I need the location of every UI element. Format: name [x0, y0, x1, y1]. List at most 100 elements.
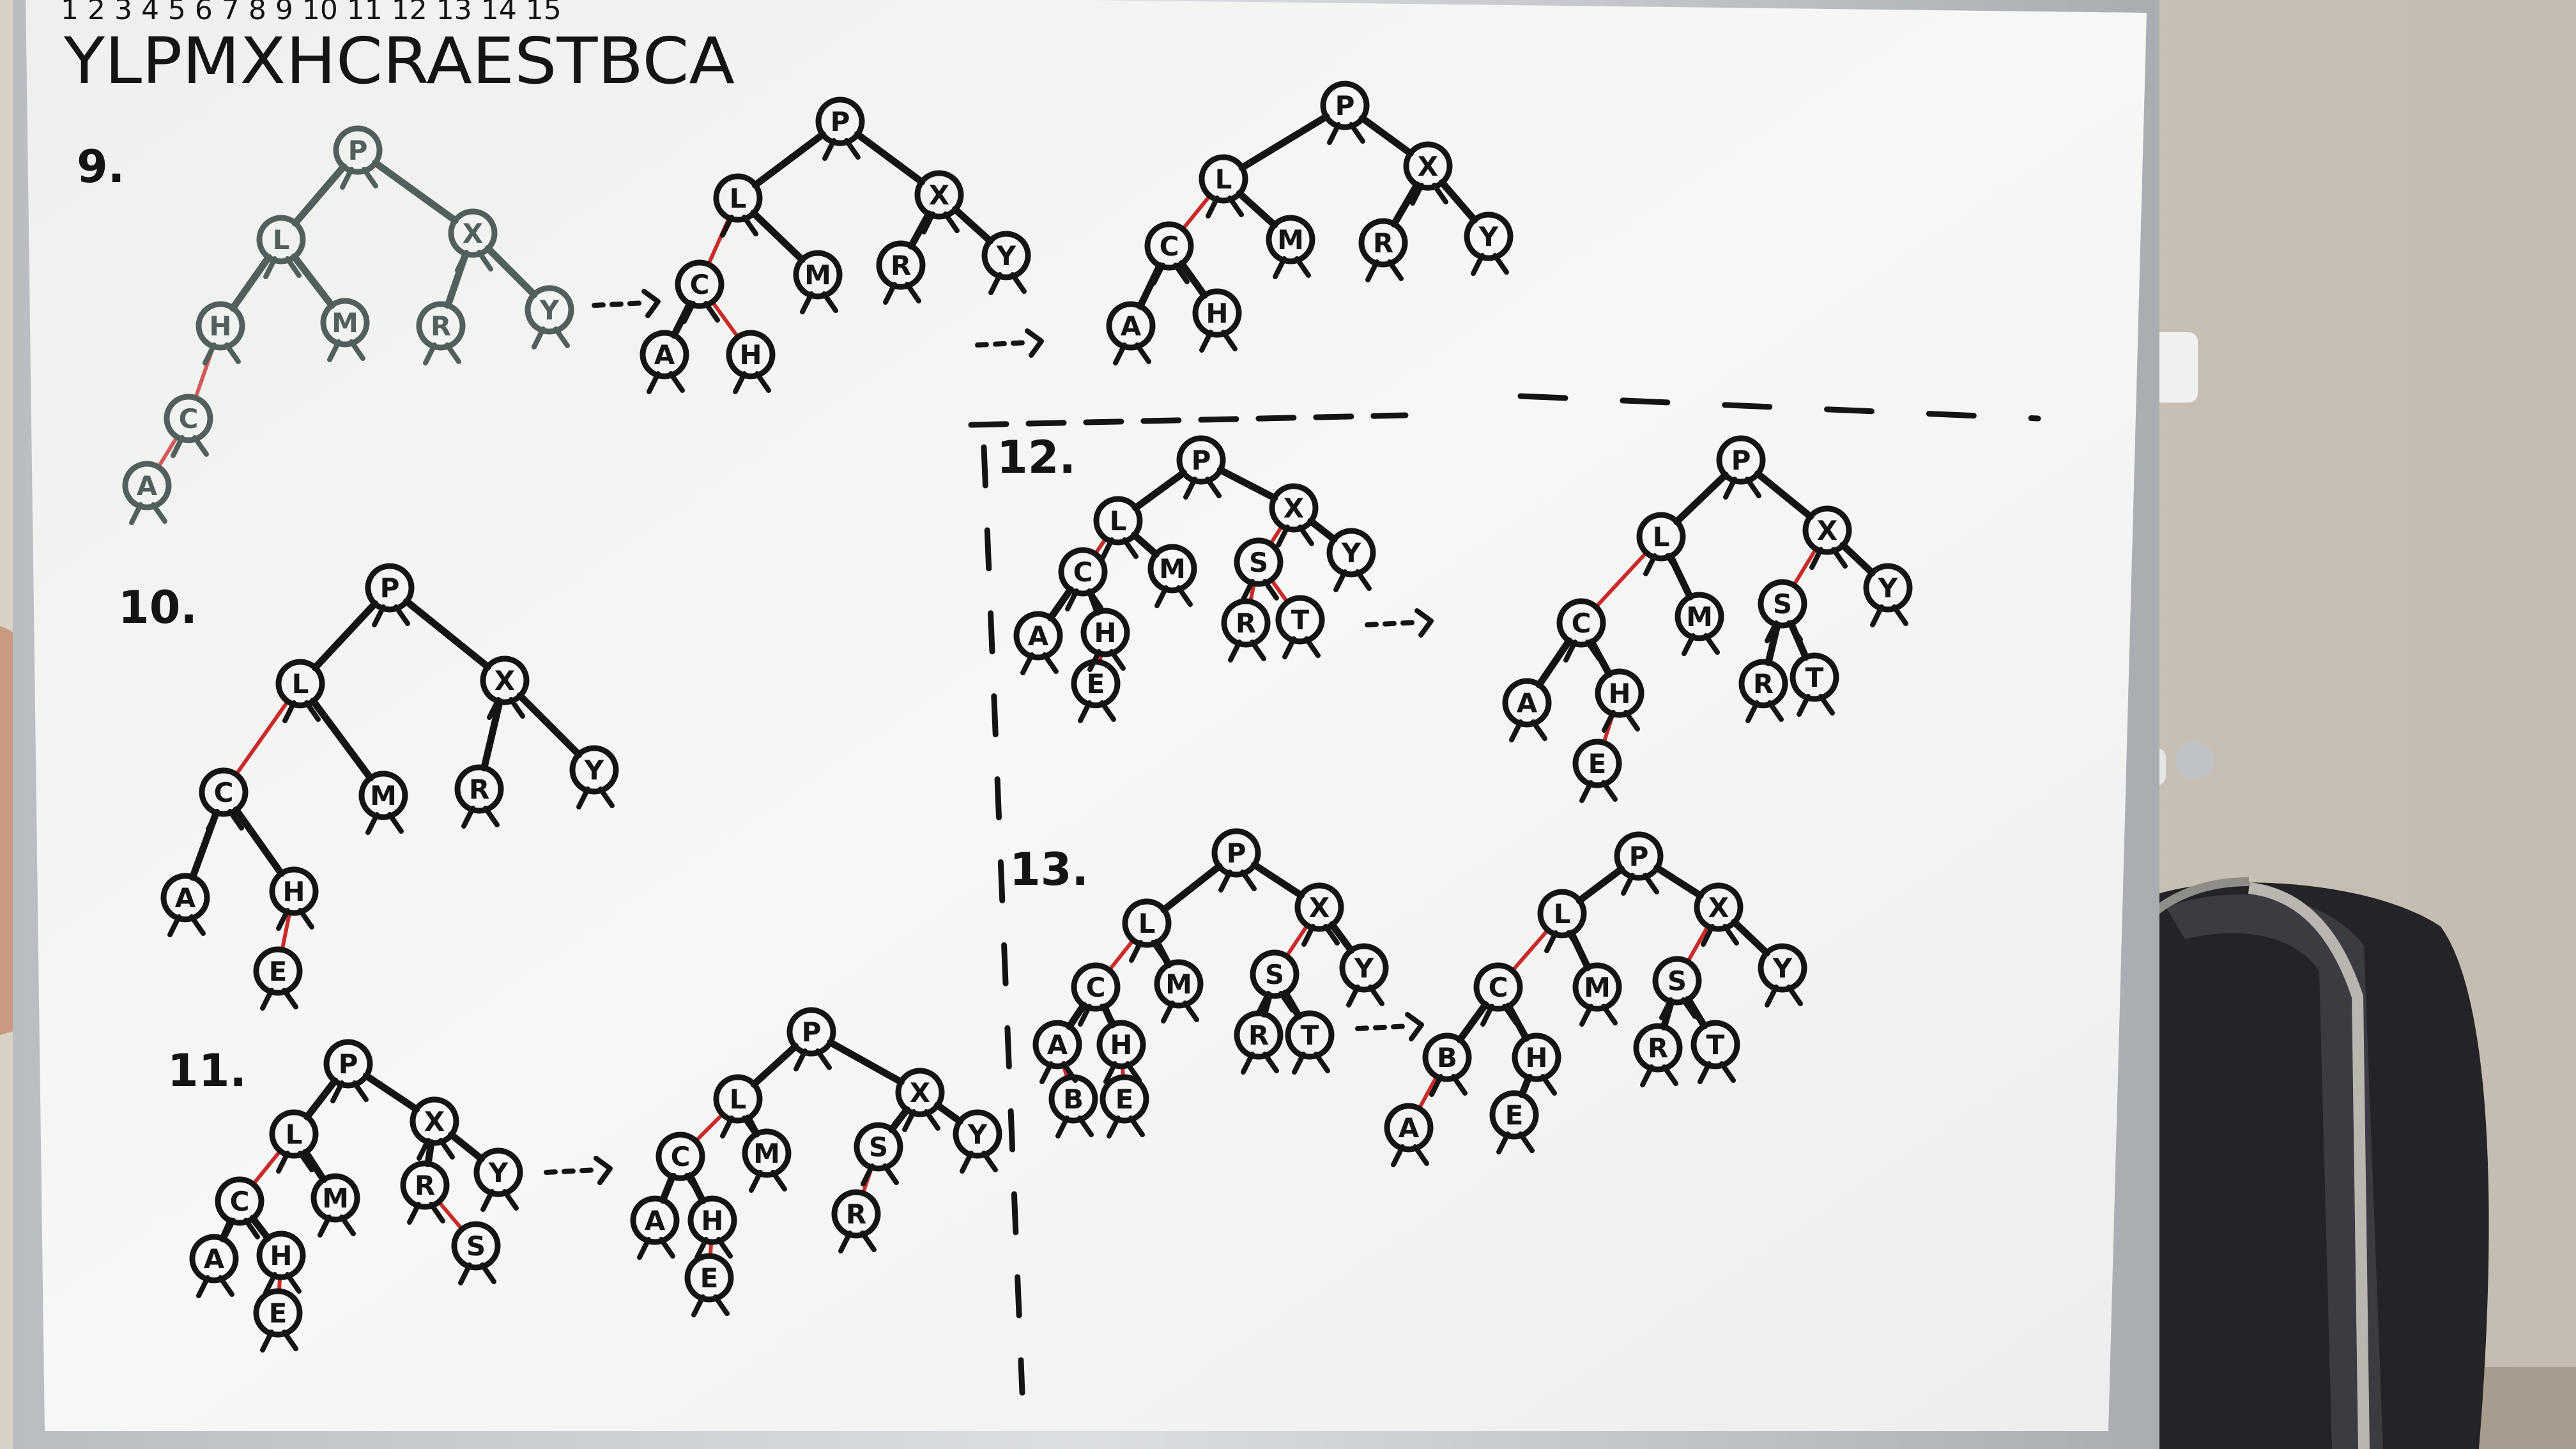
node-key: X — [494, 665, 515, 696]
tree-node: M — [1675, 592, 1724, 656]
tree-node: Y — [1464, 211, 1514, 276]
node-circle — [656, 1131, 705, 1181]
tree-node: M — [742, 1128, 792, 1193]
node-circle — [1384, 1103, 1434, 1153]
node-key: Y — [488, 1157, 509, 1188]
node-circle — [953, 1109, 1002, 1159]
tree-node: L — [713, 173, 763, 238]
node-key: P — [1192, 445, 1211, 476]
node-circle — [1266, 215, 1315, 264]
black-link — [484, 245, 538, 298]
black-link — [670, 300, 694, 339]
tree-node: M — [793, 250, 843, 314]
node-key: X — [1418, 151, 1438, 182]
step-labels: 9.10.11.12.13. — [77, 141, 1089, 1097]
arrow-head — [594, 1156, 613, 1185]
node-key: R — [469, 774, 489, 805]
tree-node: M — [1266, 215, 1315, 279]
red-link — [1685, 924, 1710, 964]
node-key: H — [1608, 678, 1630, 709]
tree-node: X — [914, 170, 964, 234]
tree-node: E — [253, 1288, 303, 1353]
node-key: H — [701, 1205, 723, 1236]
node-circle — [1489, 1090, 1539, 1140]
node-circle — [333, 125, 383, 175]
node-key: P — [802, 1016, 822, 1048]
node-key: M — [322, 1183, 349, 1214]
tree-node: E — [1071, 659, 1121, 723]
node-key: E — [1116, 1084, 1134, 1115]
dividers — [968, 393, 2041, 1396]
node-circle — [256, 215, 306, 264]
tree-node: T — [1285, 1010, 1335, 1075]
node-key: A — [1121, 310, 1142, 342]
node-circle — [269, 1109, 319, 1159]
black-link — [1130, 531, 1160, 558]
node-circle — [1326, 528, 1376, 578]
node-key: X — [929, 180, 949, 211]
node-circle — [310, 1173, 360, 1223]
arrow-shaft — [544, 1167, 600, 1175]
tree-node: A — [640, 330, 689, 394]
node-key: Y — [1878, 572, 1898, 604]
tree-node: H — [726, 330, 776, 394]
tree-node: R — [1221, 598, 1271, 663]
node-key: Y — [967, 1119, 988, 1150]
black-link — [750, 1043, 799, 1088]
black-link — [249, 1215, 272, 1242]
red-link — [1791, 547, 1818, 587]
tree-node: Y — [1863, 563, 1913, 627]
tree-node: C — [164, 394, 213, 458]
tree-node: Y — [953, 1109, 1002, 1174]
node-circle — [1790, 652, 1839, 702]
node-key: Y — [1354, 953, 1374, 984]
node-key: Y — [1341, 537, 1361, 569]
black-link — [1307, 518, 1338, 543]
black-link — [1328, 921, 1355, 954]
tree-node: Y — [981, 231, 1031, 295]
tree-node: B — [1048, 1074, 1098, 1138]
node-circle — [451, 1221, 501, 1271]
node-key: B — [1063, 1084, 1084, 1115]
tree-node: Y — [1758, 943, 1807, 1008]
node-circle — [160, 873, 210, 923]
node-key: C — [1073, 556, 1093, 588]
node-key: L — [286, 1119, 303, 1150]
tree-node: S — [1234, 537, 1284, 602]
node-circle — [1275, 595, 1325, 645]
tree-node: L — [256, 215, 306, 279]
node-key: S — [1773, 588, 1792, 620]
black-link — [402, 597, 492, 671]
tree-node: M — [320, 298, 370, 362]
step-label: 11. — [167, 1045, 247, 1097]
tree-node: M — [1154, 959, 1204, 1023]
node-circle — [1221, 598, 1271, 648]
red-link — [710, 300, 740, 339]
node-circle — [713, 173, 763, 223]
node-key: X — [1708, 892, 1729, 923]
dashed-arrow — [975, 328, 1044, 358]
node-circle — [416, 301, 466, 351]
node-circle — [410, 1096, 459, 1146]
red-link — [1181, 194, 1212, 231]
tree-node: P — [323, 1039, 373, 1103]
red-link — [694, 1112, 724, 1143]
tree-node: H — [1595, 668, 1644, 733]
black-link — [1282, 989, 1303, 1020]
node-key: R — [431, 310, 451, 342]
node-key: L — [1138, 908, 1156, 939]
header: 1 2 3 4 5 6 7 8 9 10 11 12 13 14 15 YLPM… — [61, 0, 735, 98]
node-key: P — [339, 1048, 358, 1080]
node-circle — [454, 764, 504, 814]
tree-node: P — [1320, 80, 1370, 145]
tree-node: C — [215, 1176, 264, 1241]
node-circle — [1147, 544, 1197, 594]
node-circle — [1694, 882, 1744, 932]
black-link — [303, 1077, 339, 1121]
tree-node: P — [815, 96, 865, 161]
node-key: L — [273, 224, 290, 256]
tree-node: C — [675, 259, 724, 324]
